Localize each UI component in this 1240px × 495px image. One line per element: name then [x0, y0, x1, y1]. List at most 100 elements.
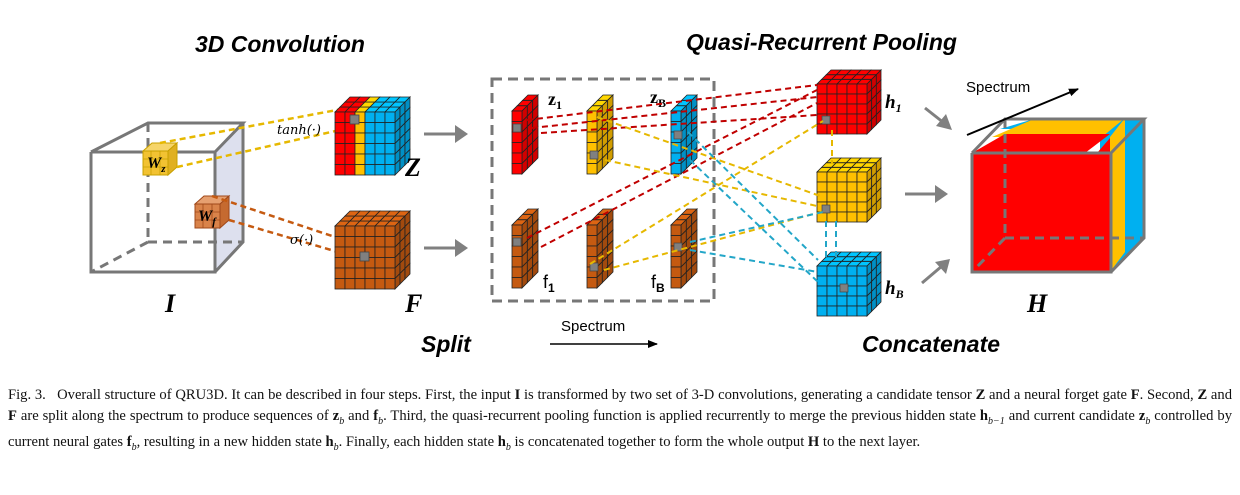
cube-cell — [826, 305, 838, 317]
cube-cell — [836, 211, 848, 223]
cube-cell — [344, 153, 356, 165]
cube-cell — [670, 152, 682, 164]
cube-cell — [334, 122, 346, 134]
sigma-label: σ(·) — [290, 233, 313, 248]
cube-cell — [670, 121, 682, 133]
cube-cell — [354, 278, 366, 290]
kernel-wz: Wz — [141, 141, 179, 177]
caption-text: and a neural forget gate — [985, 387, 1131, 403]
cube-cell — [846, 191, 858, 203]
caption-sym: h — [979, 407, 989, 424]
cube-cell — [670, 277, 682, 289]
arrow-h2-to-output — [905, 185, 948, 203]
caption-sub: b — [131, 441, 137, 453]
cube-cell — [846, 181, 858, 193]
cube-cell — [354, 225, 366, 237]
hidden-state-h1 — [816, 69, 882, 135]
cube-cell — [836, 123, 848, 135]
cube-cell — [344, 267, 356, 279]
cube-cell — [334, 164, 346, 176]
cube-cell — [374, 122, 386, 134]
caption-sym: f — [373, 407, 379, 424]
cube-cell — [364, 153, 376, 165]
cube-cell — [856, 295, 868, 307]
cube-cell — [374, 143, 386, 155]
cube-cell — [836, 265, 848, 277]
cube-cell — [586, 235, 598, 247]
zb-sub: B — [658, 96, 666, 110]
cube-cell — [374, 278, 386, 290]
cube-cell — [846, 305, 858, 317]
cube-cell — [364, 143, 376, 155]
cube-cell — [511, 266, 523, 278]
caption-sym: z — [1138, 407, 1146, 424]
cube-cell — [384, 278, 396, 290]
cube-cell — [374, 267, 386, 279]
cube-cell — [384, 143, 396, 155]
caption-sym: f — [126, 433, 132, 450]
z1-label: z — [548, 89, 556, 109]
cube-cell — [384, 225, 396, 237]
cube-cell — [846, 83, 858, 95]
f-grid-cube — [334, 210, 411, 290]
caption-sym: F — [8, 407, 17, 424]
caption-fig-number: Fig. 3. — [8, 387, 46, 403]
cube-cell — [856, 181, 868, 193]
caption-text: are split along the spectrum to produce … — [16, 407, 333, 424]
cube-cell — [607, 260, 614, 279]
tanh-label: tanh(·) — [277, 123, 321, 138]
zb-label: z — [650, 87, 658, 107]
cube-cell — [374, 153, 386, 165]
spectrum-axis-arrow — [966, 88, 1079, 136]
svg-text:fB: fB — [651, 272, 665, 295]
cube-cell — [384, 236, 396, 248]
svg-text:f1: f1 — [543, 272, 555, 295]
caption-text: , resulting in a new hidden state — [136, 433, 326, 450]
caption-sub: b — [505, 441, 511, 453]
cube-cell — [354, 143, 366, 155]
cube-cell — [836, 201, 848, 213]
cube-cell — [816, 181, 828, 193]
caption-sym: F — [1130, 387, 1140, 403]
cube-cell — [354, 267, 366, 279]
cube-cell — [404, 262, 411, 280]
cube-cell — [586, 131, 598, 143]
cube-cell — [344, 236, 356, 248]
hb-sub: B — [895, 287, 904, 301]
cube-cell — [384, 246, 396, 258]
cube-cell — [856, 285, 868, 297]
caption-text: and current candidate — [1004, 407, 1139, 424]
caption-text: Overall structure of QRU3D. It can be de… — [57, 387, 515, 403]
cube-cell — [875, 197, 882, 214]
slice-kernel-cell — [673, 130, 683, 140]
caption-sub: b — [1145, 415, 1151, 427]
cube-cell — [856, 305, 868, 317]
slice-kernel-cell — [589, 150, 599, 160]
cube-cell — [816, 93, 828, 105]
fb-sub: B — [656, 281, 665, 295]
cube-cell — [334, 246, 346, 258]
cube-cell — [364, 236, 376, 248]
cube-cell — [384, 164, 396, 176]
cube-cell — [344, 225, 356, 237]
svg-text:Wf: Wf — [198, 208, 217, 228]
cube-cell — [344, 278, 356, 290]
cube-cell — [816, 275, 828, 287]
cube-cell — [364, 278, 376, 290]
cube-cell — [856, 113, 868, 125]
caption-text: . Second, — [1139, 387, 1198, 403]
split-slices — [511, 94, 698, 289]
cube-cell — [826, 103, 838, 115]
cube-cell — [846, 123, 858, 135]
z-grid-cube — [334, 96, 411, 176]
caption-text: is concatenated together to form the who… — [510, 433, 808, 450]
caption-sym: h — [325, 433, 334, 450]
cube-cell — [511, 110, 523, 122]
title-split: Split — [421, 331, 471, 357]
cube-cell — [691, 260, 698, 279]
title-concatenate: Concatenate — [862, 331, 1001, 357]
slice-f1 — [511, 208, 539, 289]
cube-cell — [856, 123, 868, 135]
cube-cell — [826, 275, 838, 287]
caption-sym: I — [514, 387, 521, 403]
